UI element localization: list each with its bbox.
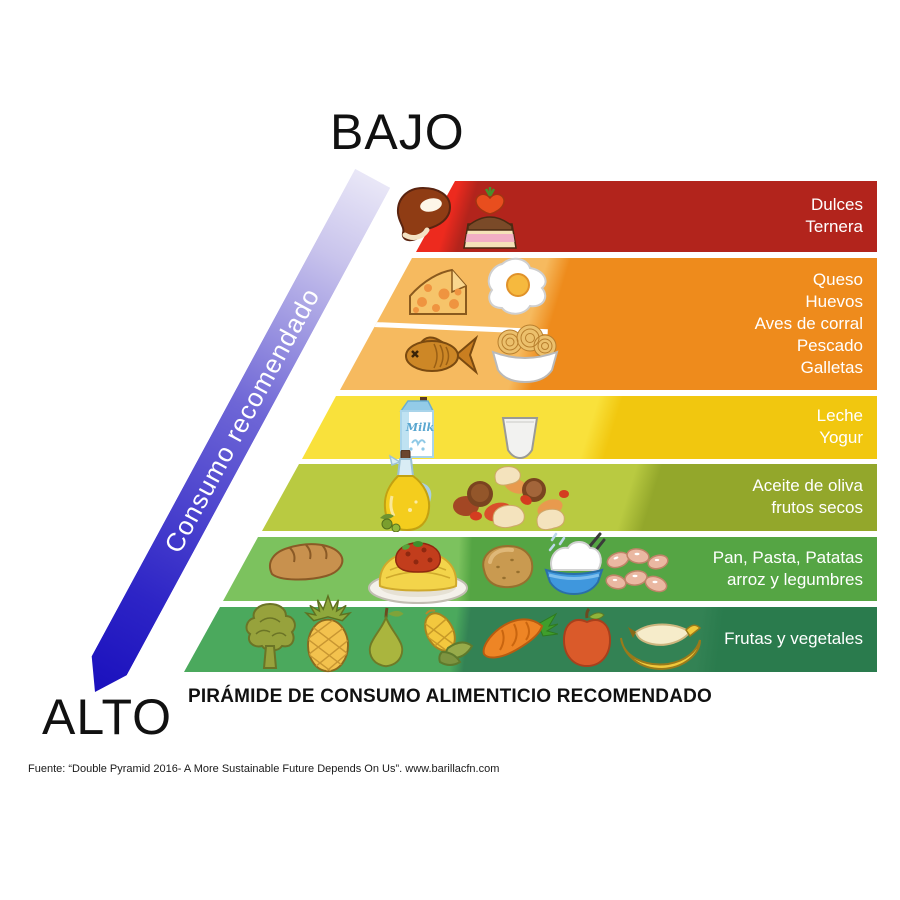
- olive-oil-cruet-icon: [380, 450, 438, 532]
- fried-egg-icon: [484, 256, 554, 318]
- level-2-label: Queso Huevos Aves de corral Pescado Gall…: [754, 270, 863, 377]
- carrot-icon: [480, 612, 558, 662]
- beans-icon: [604, 546, 674, 600]
- level-1-label: Dulces Ternera: [805, 195, 863, 236]
- level-6-label: Frutas y vegetales: [724, 629, 863, 648]
- level-5-label: Pan, Pasta, Patatas arroz y legumbres: [712, 548, 863, 589]
- spaghetti-icon: [366, 532, 470, 604]
- low-consumption-label: BAJO: [330, 104, 465, 160]
- source-attribution: Fuente: “Double Pyramid 2016- A More Sus…: [28, 763, 500, 775]
- noodle-bowl-icon: [490, 324, 560, 388]
- fish-icon: [400, 330, 480, 380]
- pyramid-caption: PIRÁMIDE DE CONSUMO ALIMENTICIO RECOMEND…: [187, 686, 713, 707]
- pear-icon: [362, 606, 410, 674]
- cake-icon: [460, 186, 520, 252]
- apple-icon: [560, 608, 614, 668]
- tree-vegetable-icon: [242, 602, 298, 672]
- pineapple-icon: [300, 594, 356, 674]
- cup-icon: [500, 416, 540, 460]
- steak-icon: [393, 185, 455, 243]
- rice-bowl-icon: [542, 532, 606, 598]
- bread-icon: [266, 538, 346, 582]
- milk-carton-icon: Milk: [398, 397, 436, 459]
- svg-text:Milk: Milk: [405, 421, 435, 434]
- level-4-band-aceite-frutos-secos: Aceite de oliva frutos secos: [262, 464, 877, 531]
- potato-icon: [476, 540, 538, 592]
- mixed-nuts-icon: [446, 460, 576, 532]
- corn-icon: [414, 608, 478, 668]
- banana-icon: [616, 614, 702, 670]
- high-consumption-label: ALTO: [42, 689, 172, 745]
- level-3-label: Leche Yogur: [816, 406, 863, 447]
- level-4-label: Aceite de oliva frutos secos: [752, 476, 863, 517]
- cheese-icon: [406, 262, 472, 320]
- level-3-band-leche-yogur: Leche Yogur: [302, 396, 877, 459]
